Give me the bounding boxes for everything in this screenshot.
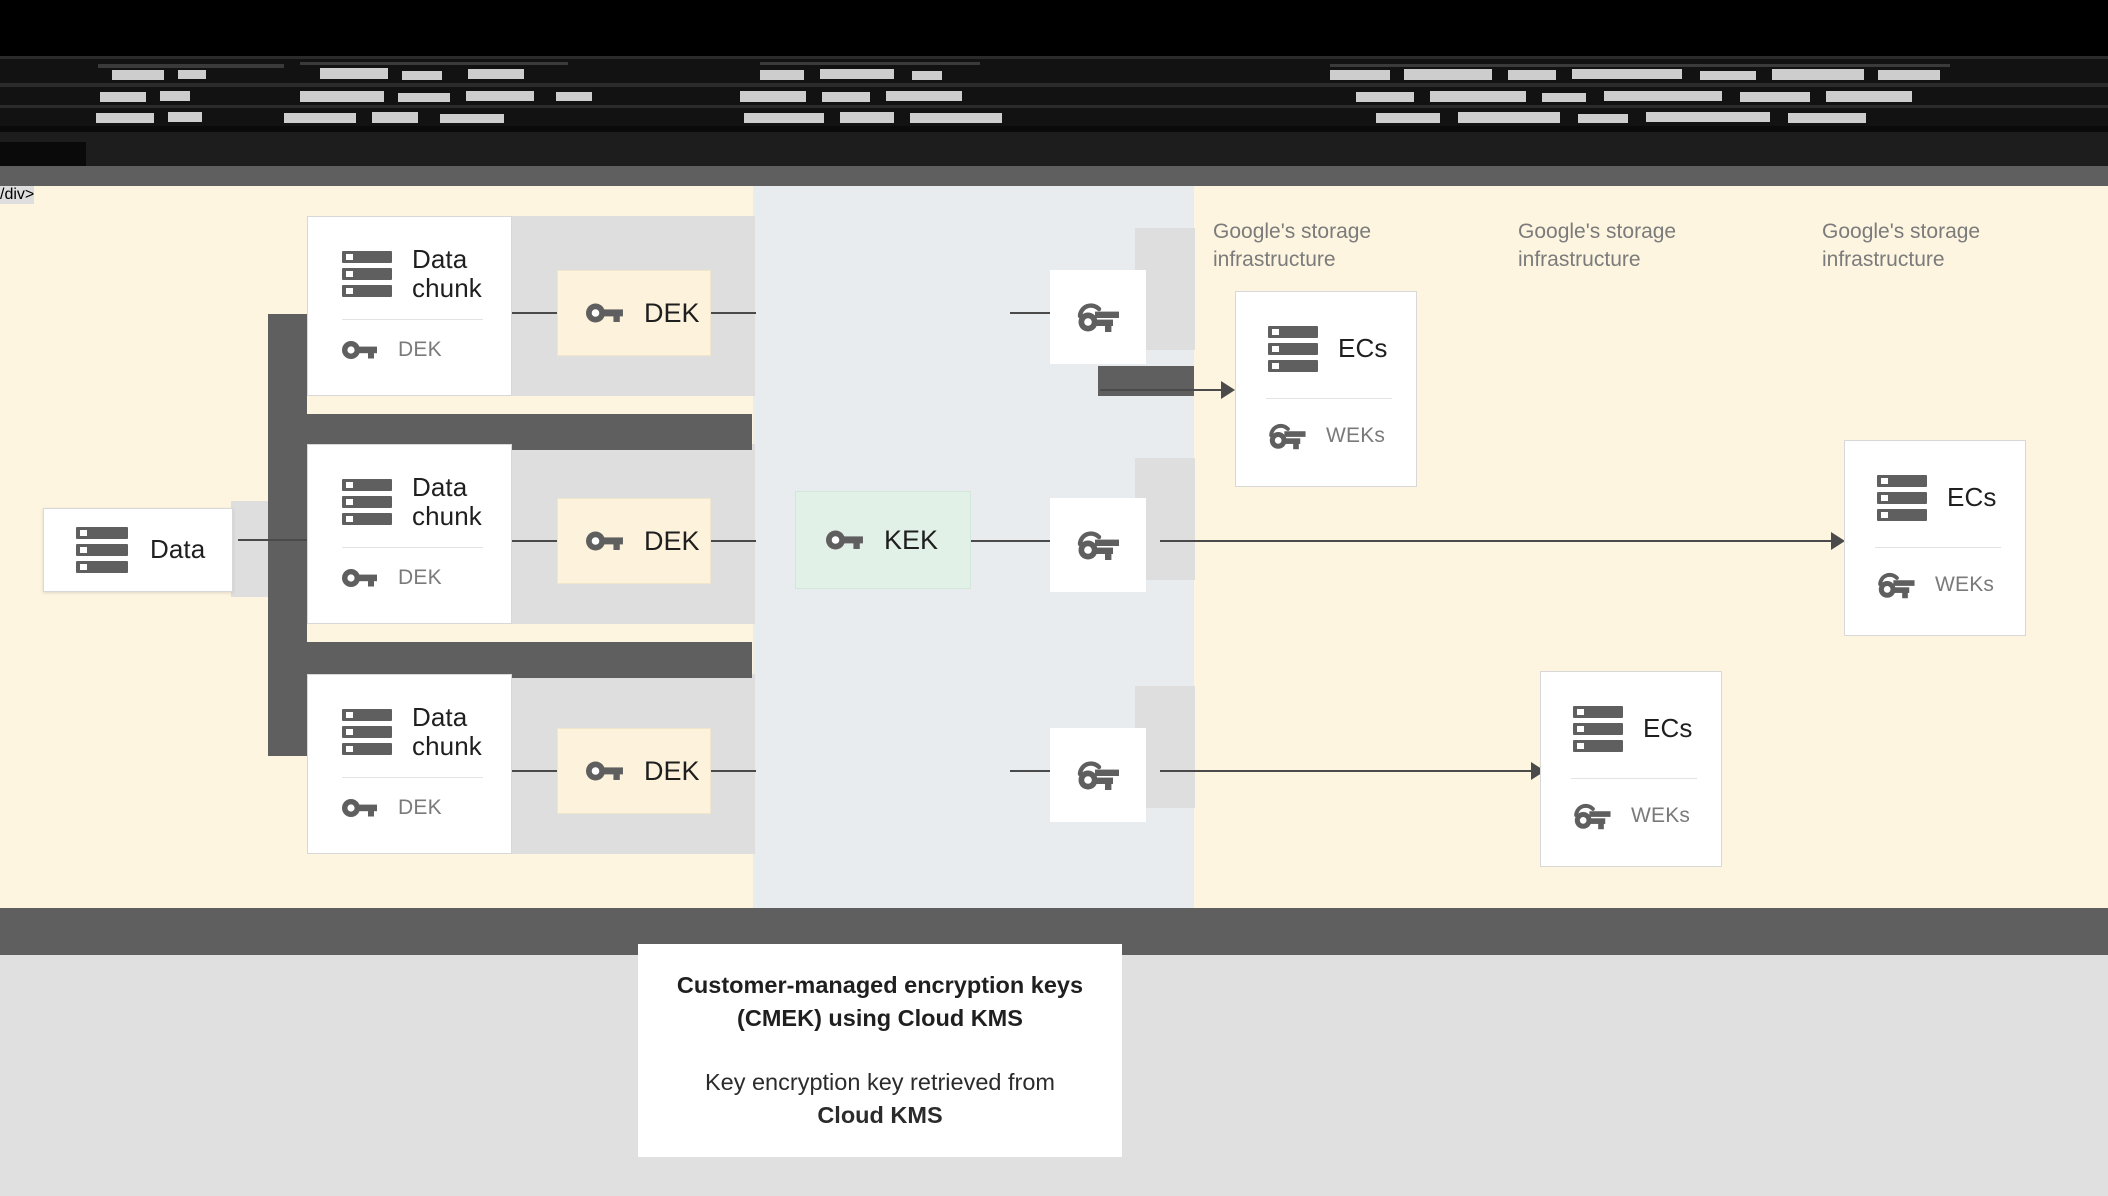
infra-line-2: Google's storage infrastructure xyxy=(1518,220,1677,271)
card-ecs-key-label: WEKs xyxy=(1631,804,1691,827)
infra-line-1: Google's storage infrastructure xyxy=(1213,220,1372,271)
arrowhead-ecs1 xyxy=(1221,381,1235,399)
key-icon xyxy=(826,530,863,550)
key-icon xyxy=(342,569,377,588)
card-ecs-title: ECs xyxy=(1643,713,1693,744)
card-ecs-key-label: WEKs xyxy=(1935,573,1995,596)
caption-title: Customer-managed encryption keys (CMEK) … xyxy=(677,969,1083,1036)
caption-title-line-2: (CMEK) using Cloud KMS xyxy=(737,1005,1023,1032)
line-to-wek1 xyxy=(1010,312,1050,314)
server-icon xyxy=(1573,706,1623,752)
box-kek-label: KEK xyxy=(884,524,939,555)
box-dek-label: DEK xyxy=(644,525,700,556)
card-ecs-title: ECs xyxy=(1947,482,1997,513)
card-chunk-key-label: DEK xyxy=(398,796,442,820)
card-divider xyxy=(342,777,483,779)
card-divider xyxy=(1266,398,1392,399)
server-icon xyxy=(342,709,392,756)
key-icon xyxy=(342,799,377,818)
key-icon xyxy=(342,341,377,360)
card-chunk-title: Data chunk xyxy=(412,244,482,304)
line-dek2-out xyxy=(710,540,756,542)
server-icon xyxy=(342,251,392,298)
caption-title-line-1: Customer-managed encryption keys xyxy=(676,971,1084,998)
box-wrapped-key xyxy=(1050,728,1146,822)
caption-box: Customer-managed encryption keys (CMEK) … xyxy=(638,944,1122,1157)
server-icon xyxy=(1877,475,1927,521)
box-dek: DEK xyxy=(557,728,711,814)
card-divider xyxy=(1571,778,1697,779)
card-chunk-key-label: DEK xyxy=(398,566,442,590)
line-chunk2-dek2 xyxy=(512,540,560,542)
wrapped-key-icon xyxy=(1269,423,1306,450)
line-to-wek3 xyxy=(1010,770,1050,772)
label-storage-infrastructure: Google's storage infrastructure xyxy=(1822,218,2012,273)
infra-line-3: Google's storage infrastructure xyxy=(1822,220,1981,271)
key-icon xyxy=(586,761,623,781)
caption-body: Key encryption key retrieved from Cloud … xyxy=(705,1066,1055,1133)
card-divider xyxy=(1875,547,2001,548)
caption-body-line-2: Cloud KMS xyxy=(817,1101,943,1128)
line-chunk1-dek1 xyxy=(512,312,560,314)
wrapped-key-icon xyxy=(1878,572,1915,599)
card-data: Data xyxy=(43,508,233,592)
occlusion-bar-mid xyxy=(268,642,752,678)
top-divider-band xyxy=(0,166,2108,186)
wrapped-key-icon xyxy=(1077,761,1119,790)
card-ecs-title: ECs xyxy=(1338,333,1388,364)
wrapped-key-icon xyxy=(1574,803,1611,830)
box-kek: KEK xyxy=(795,491,971,589)
line-kek-to-wek2 xyxy=(970,540,1050,542)
line-wek3-ecs3 xyxy=(1160,770,1540,772)
line-data-out xyxy=(238,539,310,541)
diagram-canvas: /div> xyxy=(0,186,2108,908)
card-storage-ecs: ECs WEKs xyxy=(1540,671,1722,867)
line-wek2-ecs2 xyxy=(1160,540,1840,542)
card-data-label: Data xyxy=(150,534,206,565)
label-storage-infrastructure: Google's storage infrastructure xyxy=(1213,218,1403,273)
card-data-chunk: Data chunk DEK xyxy=(307,216,512,396)
line-chunk3-dek3 xyxy=(512,770,560,772)
box-wrapped-key xyxy=(1050,498,1146,592)
box-dek: DEK xyxy=(557,498,711,584)
line-dek3-out xyxy=(710,770,756,772)
server-icon xyxy=(76,527,128,573)
plate-wek-3: /div> xyxy=(0,186,35,204)
card-data-chunk: Data chunk DEK xyxy=(307,674,512,854)
obscured-header-banner xyxy=(0,56,2108,166)
server-icon xyxy=(342,479,392,526)
top-black-bar xyxy=(0,0,2108,56)
key-icon xyxy=(586,303,623,323)
card-chunk-title: Data chunk xyxy=(412,472,482,532)
card-divider xyxy=(342,319,483,321)
card-storage-ecs: ECs WEKs xyxy=(1235,291,1417,487)
occlusion-vertical-bracket xyxy=(268,314,307,756)
box-dek: DEK xyxy=(557,270,711,356)
card-storage-ecs: ECs WEKs xyxy=(1844,440,2026,636)
card-ecs-key-label: WEKs xyxy=(1326,424,1386,447)
wrapped-key-icon xyxy=(1077,531,1119,560)
card-data-chunk: Data chunk DEK xyxy=(307,444,512,624)
card-chunk-key-label: DEK xyxy=(398,338,442,362)
box-dek-label: DEK xyxy=(644,755,700,786)
line-wek1-ecs1 xyxy=(1100,389,1228,391)
box-wrapped-key xyxy=(1050,270,1146,364)
server-icon xyxy=(1268,326,1318,372)
card-chunk-title: Data chunk xyxy=(412,702,482,762)
box-dek-label: DEK xyxy=(644,297,700,328)
occlusion-bar-kek xyxy=(1098,366,1194,396)
key-icon xyxy=(586,531,623,551)
arrowhead-ecs2 xyxy=(1831,532,1845,550)
label-storage-infrastructure: Google's storage infrastructure xyxy=(1518,218,1708,273)
line-dek1-out xyxy=(710,312,756,314)
card-divider xyxy=(342,547,483,549)
wrapped-key-icon xyxy=(1077,303,1119,332)
caption-body-line-1: Key encryption key retrieved from xyxy=(704,1068,1056,1095)
